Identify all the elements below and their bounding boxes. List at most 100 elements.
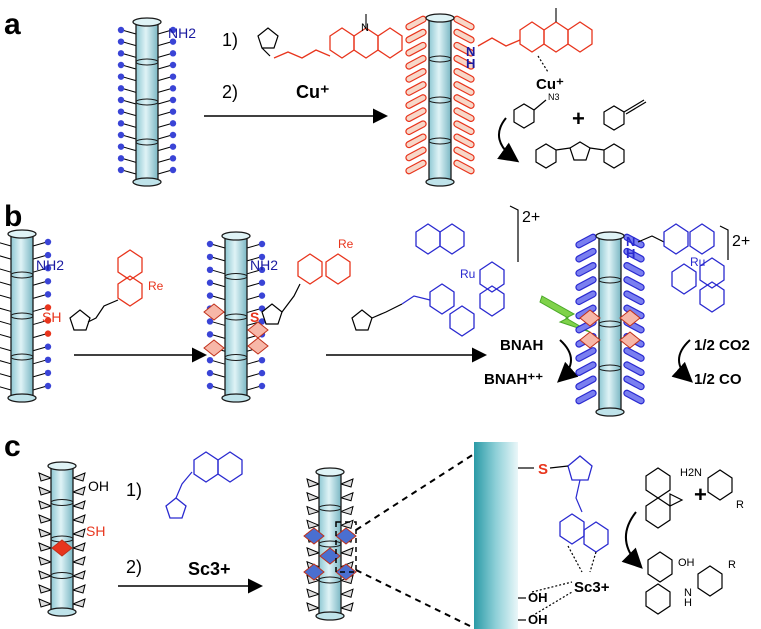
side-chain-bead bbox=[44, 238, 52, 246]
side-chain-block bbox=[575, 247, 597, 263]
sc-surface-label: Sc3+ bbox=[574, 579, 610, 596]
nanotube-cap bbox=[425, 177, 455, 187]
side-chain-bead bbox=[169, 26, 177, 34]
nanotube-ring bbox=[598, 276, 622, 284]
side-chain-block bbox=[623, 389, 645, 405]
side-chain-block bbox=[575, 389, 597, 405]
side-chain-flag bbox=[38, 598, 53, 608]
side-chain bbox=[32, 333, 48, 339]
maleimide-bipyridine-structure bbox=[165, 451, 243, 519]
nanotube-cap bbox=[132, 177, 162, 187]
h-product-label: H bbox=[684, 597, 692, 609]
side-chain bbox=[246, 256, 262, 262]
nanotube-body bbox=[224, 235, 248, 399]
product-charge-b: 2+ bbox=[732, 233, 750, 250]
side-chain-block bbox=[405, 41, 427, 57]
side-chain-bead bbox=[44, 317, 52, 324]
cu-reagent-label: Cu⁺ bbox=[296, 82, 330, 102]
side-chain-bead bbox=[206, 266, 214, 274]
side-chain-bead bbox=[206, 253, 214, 261]
side-chain-bead bbox=[169, 108, 177, 115]
side-chain bbox=[246, 295, 262, 301]
metal-complex-marker bbox=[203, 339, 225, 357]
side-chain-bead bbox=[258, 240, 266, 248]
nanotube-ring bbox=[10, 312, 34, 320]
side-chain-flag bbox=[71, 556, 86, 566]
side-chain-bead bbox=[206, 369, 214, 377]
side-chain-bead bbox=[169, 131, 177, 139]
side-chain-bead bbox=[44, 251, 52, 259]
side-chain-bead bbox=[44, 304, 52, 311]
side-chain-bead bbox=[117, 38, 125, 45]
nanotube-body bbox=[135, 21, 159, 183]
side-chain bbox=[32, 346, 48, 352]
side-chain bbox=[157, 122, 173, 128]
re-label: Re bbox=[148, 279, 164, 293]
n-product-label: N bbox=[684, 587, 692, 599]
side-chain bbox=[32, 280, 48, 286]
side-chain-block bbox=[623, 247, 645, 263]
nanotube-ring bbox=[428, 55, 452, 63]
co2-arrow bbox=[671, 339, 693, 383]
side-chain-bead bbox=[44, 356, 52, 364]
side-chain bbox=[157, 87, 173, 93]
side-chain-block bbox=[405, 146, 427, 162]
side-chain bbox=[210, 333, 226, 339]
attached-re-structure: Re bbox=[261, 237, 354, 325]
side-chain bbox=[121, 111, 137, 117]
side-chain-bead bbox=[206, 279, 214, 286]
nh2-label: NH2 bbox=[168, 25, 196, 41]
side-chain-block bbox=[623, 375, 645, 391]
side-chain-block bbox=[453, 107, 475, 122]
product-h-label: H bbox=[466, 56, 475, 71]
epoxide-reaction: + H2N R OH N H R bbox=[621, 467, 744, 615]
side-chain-bead bbox=[258, 369, 266, 377]
flavin-n-label: N bbox=[361, 22, 369, 34]
side-chain-bead bbox=[117, 73, 125, 80]
side-chain-block bbox=[405, 28, 427, 44]
side-chain bbox=[0, 255, 12, 260]
side-chain bbox=[157, 99, 173, 105]
side-chain bbox=[157, 134, 173, 140]
side-chain-flag bbox=[339, 547, 354, 557]
side-chain bbox=[210, 320, 226, 326]
side-chain-flag bbox=[306, 519, 321, 529]
side-chain-bead bbox=[117, 96, 125, 104]
side-chain-bead bbox=[169, 50, 177, 57]
nanotube-ring bbox=[135, 58, 159, 66]
side-chain-flag bbox=[339, 588, 354, 598]
side-chain bbox=[157, 76, 173, 82]
side-chain bbox=[210, 243, 226, 249]
nanotube-ring bbox=[318, 504, 342, 512]
side-chain-bead bbox=[44, 330, 52, 337]
side-chain-bead bbox=[169, 61, 177, 69]
side-chain-bead bbox=[169, 143, 177, 150]
side-chain bbox=[210, 359, 226, 365]
side-chain bbox=[0, 373, 12, 378]
nanotube-cap bbox=[47, 461, 77, 471]
step-1-label: 1) bbox=[222, 30, 238, 50]
side-chain-bead bbox=[206, 240, 214, 248]
side-chain-flag bbox=[306, 491, 321, 502]
side-chain-block bbox=[623, 290, 645, 306]
nanotube-ring bbox=[318, 540, 342, 548]
nanotube-ring bbox=[10, 353, 34, 361]
nanotube-cap bbox=[47, 607, 77, 617]
nanotube-ring bbox=[135, 138, 159, 146]
side-chain-bead bbox=[169, 38, 177, 45]
tube-c-product bbox=[303, 467, 357, 621]
side-chain-block bbox=[405, 159, 427, 175]
side-chain-bead bbox=[169, 120, 177, 127]
side-chain-bead bbox=[206, 356, 214, 364]
side-chain-bead bbox=[206, 292, 214, 299]
nanotube-body bbox=[318, 471, 342, 617]
side-chain-block bbox=[623, 347, 645, 362]
bnah-label: BNAH bbox=[500, 337, 543, 354]
side-chain bbox=[32, 293, 48, 299]
co-label: 1/2 CO bbox=[694, 371, 742, 388]
side-chain bbox=[246, 308, 262, 314]
s-label-c: S bbox=[538, 461, 548, 478]
side-chain-flag bbox=[306, 547, 321, 557]
side-chain-flag bbox=[71, 542, 86, 552]
side-chain bbox=[121, 122, 137, 128]
